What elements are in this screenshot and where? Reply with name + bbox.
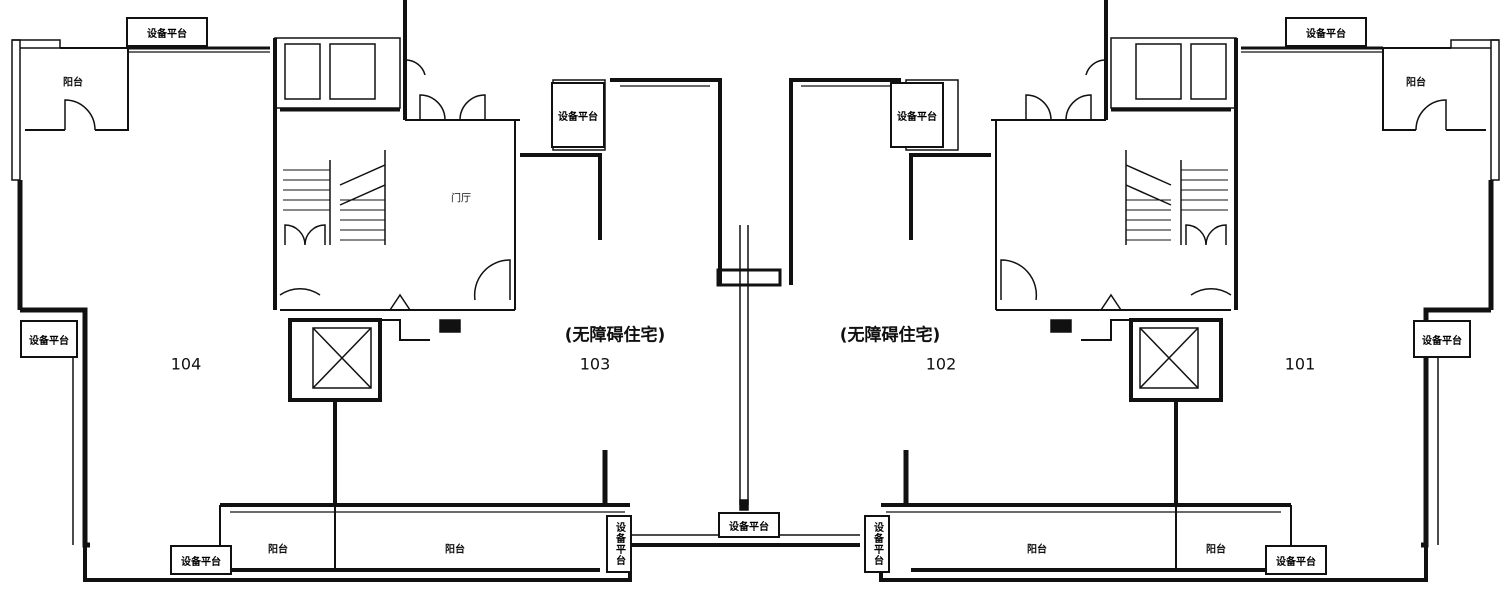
unit-103-accessible-note: (无障碍住宅) — [564, 325, 666, 346]
equipment-platform-mid-left: 设备平台 — [551, 82, 605, 148]
equipment-platform-bottom-center: 设备平台 — [718, 512, 780, 538]
balcony-label-top-left: 阳台 — [63, 77, 83, 89]
equipment-platform-side-left: 设备平台 — [20, 320, 78, 358]
balcony-label-bottom-1: 阳台 — [268, 544, 288, 556]
unit-101-number: 101 — [1284, 354, 1316, 374]
equipment-platform-top-left: 设备平台 — [126, 17, 208, 47]
unit-104-number: 104 — [170, 354, 202, 374]
unit-102-accessible-note: (无障碍住宅) — [839, 325, 941, 346]
equipment-platform-top-right: 设备平台 — [1285, 17, 1367, 47]
equipment-platform-bottom-left: 设备平台 — [170, 545, 232, 575]
equipment-platform-bottom-right: 设备平台 — [1265, 545, 1327, 575]
equipment-platform-vertical-right: 设备平台 — [864, 515, 890, 573]
unit-102-number: 102 — [925, 354, 957, 374]
balcony-label-bottom-2: 阳台 — [445, 544, 465, 556]
equipment-platform-side-right: 设备平台 — [1413, 320, 1471, 358]
unit-103-number: 103 — [579, 354, 611, 374]
balcony-label-bottom-4: 阳台 — [1206, 544, 1226, 556]
balcony-label-top-right: 阳台 — [1406, 77, 1426, 89]
lobby-label-left: 门厅 — [451, 193, 471, 205]
equipment-platform-mid-right: 设备平台 — [890, 82, 944, 148]
balcony-label-bottom-3: 阳台 — [1027, 544, 1047, 556]
equipment-platform-vertical-left: 设备平台 — [606, 515, 632, 573]
